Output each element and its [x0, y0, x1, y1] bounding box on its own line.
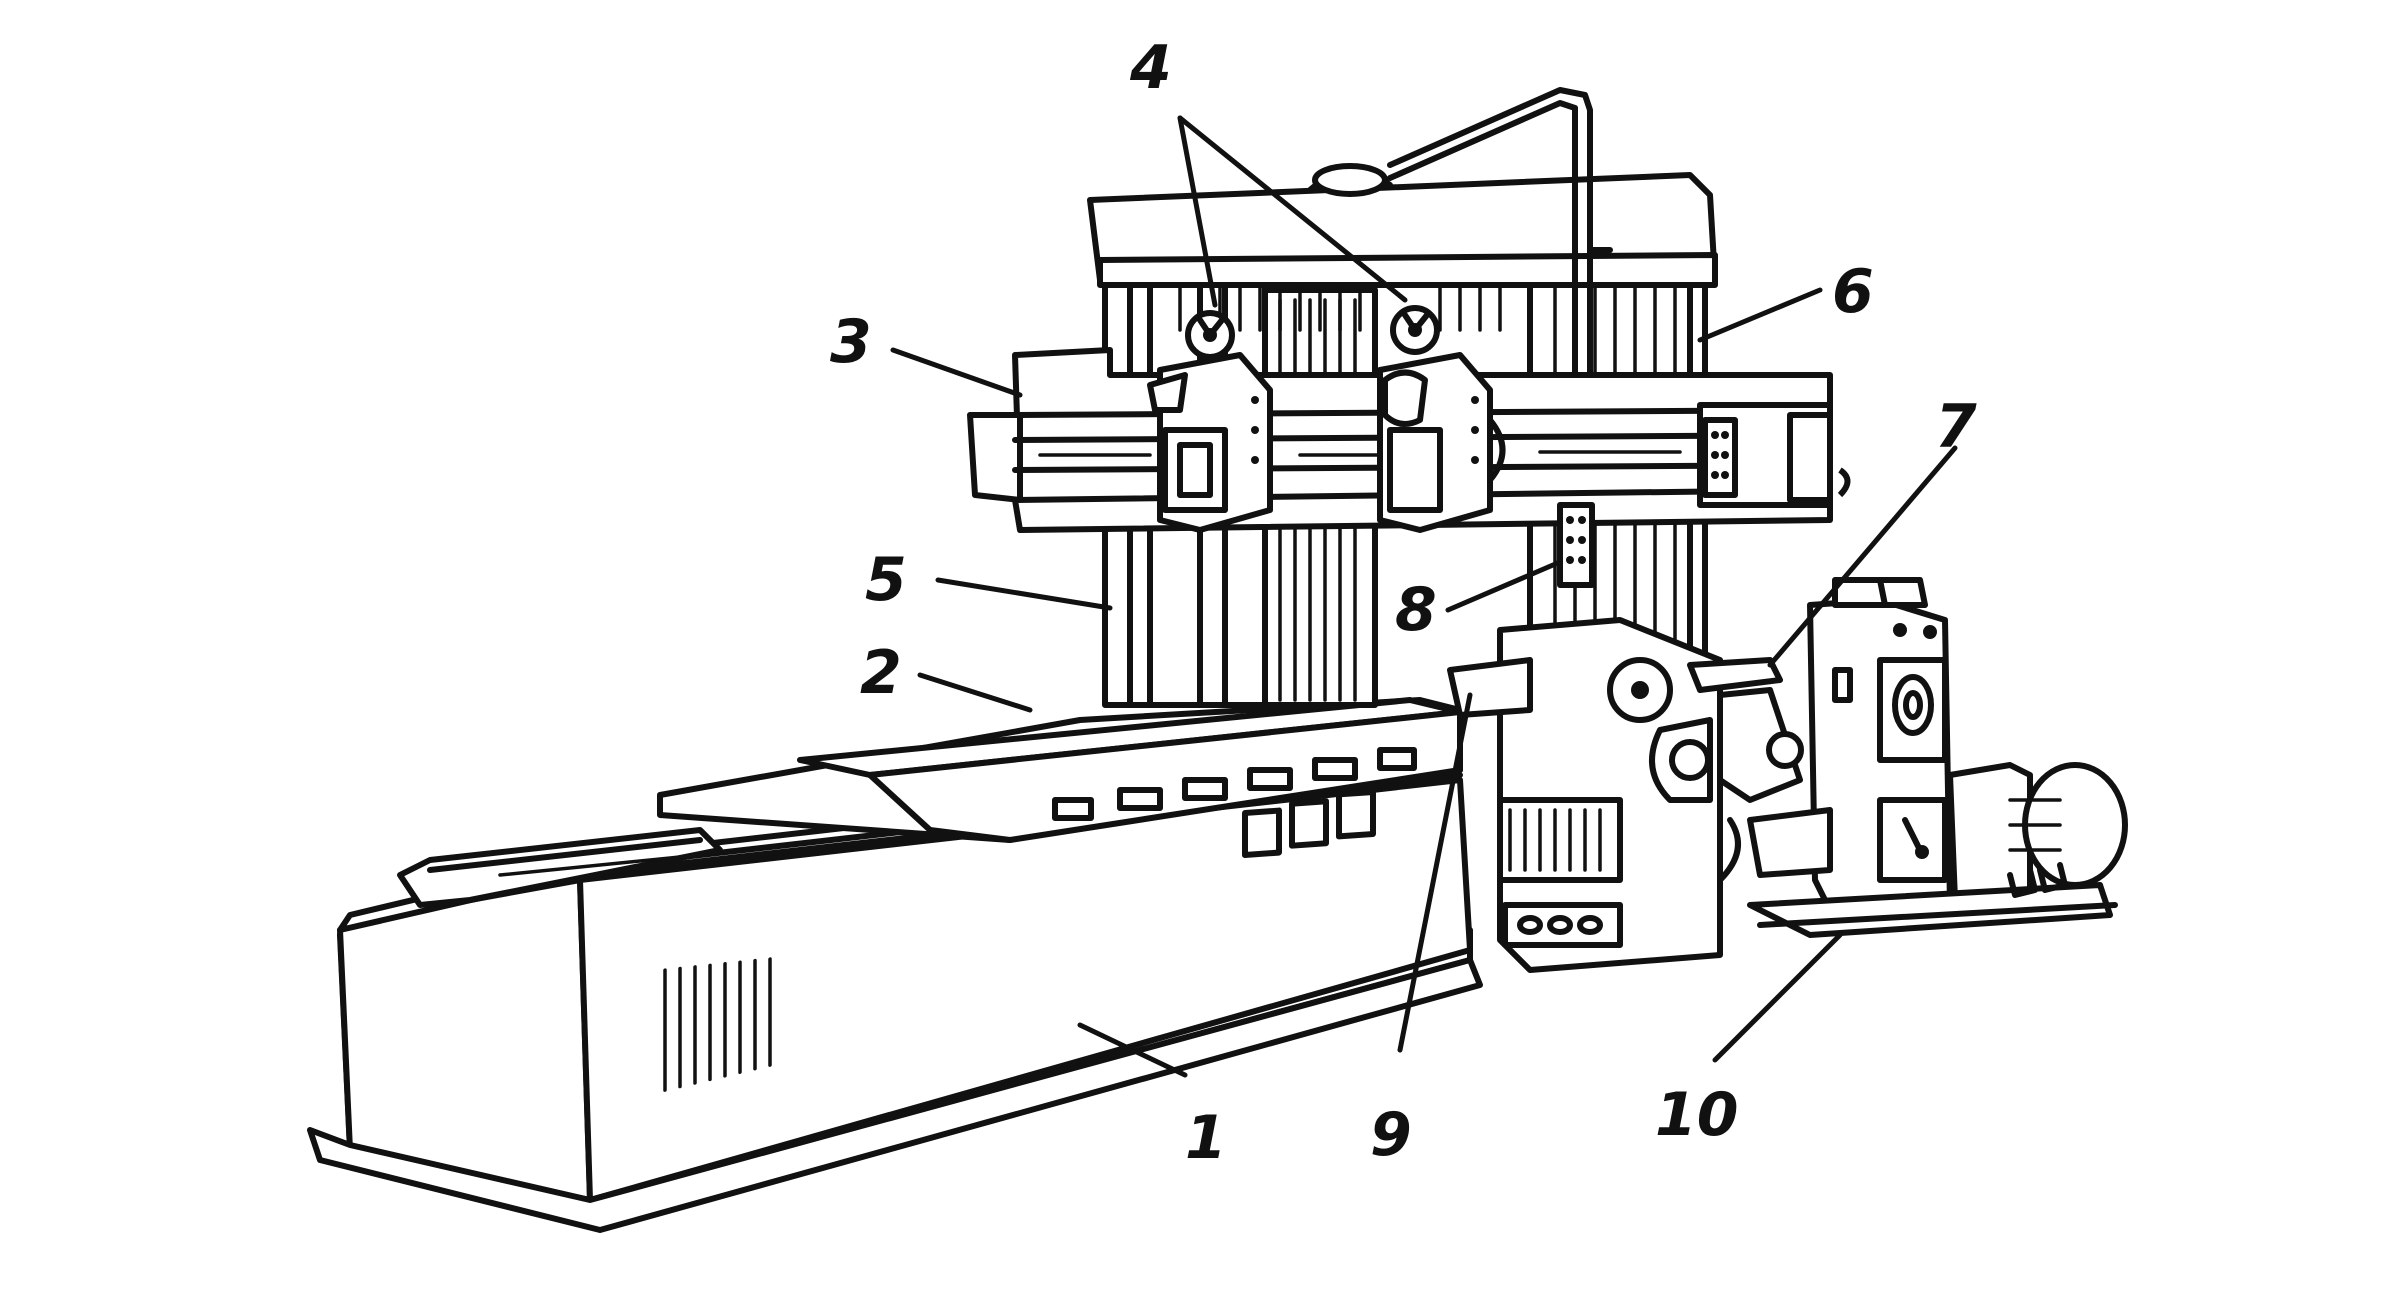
leader-10 [1712, 932, 1843, 1063]
callout-4: 4 [1129, 33, 1172, 103]
tool-head-left [1147, 310, 1273, 533]
leader-8 [1445, 559, 1563, 613]
machine-bed [307, 757, 1483, 1233]
leader-4a [1177, 115, 1218, 308]
drive-motor [1747, 577, 2128, 938]
leader-4b [1177, 115, 1408, 303]
callout-10: 10 [1655, 1080, 1739, 1150]
tool-head-right [1377, 305, 1506, 533]
callout-5: 5 [865, 545, 907, 615]
callout-2: 2 [860, 638, 902, 708]
top-crossbeam [1087, 163, 1718, 332]
callout-3: 3 [830, 307, 872, 377]
callout-9: 9 [1370, 1100, 1412, 1170]
leader-1 [1077, 1022, 1188, 1078]
leader-9 [1397, 692, 1473, 1053]
callout-7: 7 [1935, 392, 1977, 462]
work-table [397, 697, 1463, 908]
callout-1: 1 [1185, 1103, 1227, 1173]
leader-6 [1697, 287, 1823, 343]
leader-lines [890, 115, 1958, 1078]
callout-labels: 1 2 3 4 5 6 7 8 9 10 [830, 33, 1977, 1173]
control-pendant [1557, 502, 1595, 588]
pipe [1387, 87, 1593, 543]
callout-8: 8 [1395, 575, 1437, 645]
leader-7 [1767, 445, 1958, 668]
pipe-inner [1387, 100, 1578, 543]
gearbox [1447, 617, 1804, 973]
leader-2 [917, 672, 1033, 713]
leader-5 [935, 577, 1113, 611]
callout-6: 6 [1832, 257, 1874, 327]
leader-3 [890, 347, 1023, 398]
